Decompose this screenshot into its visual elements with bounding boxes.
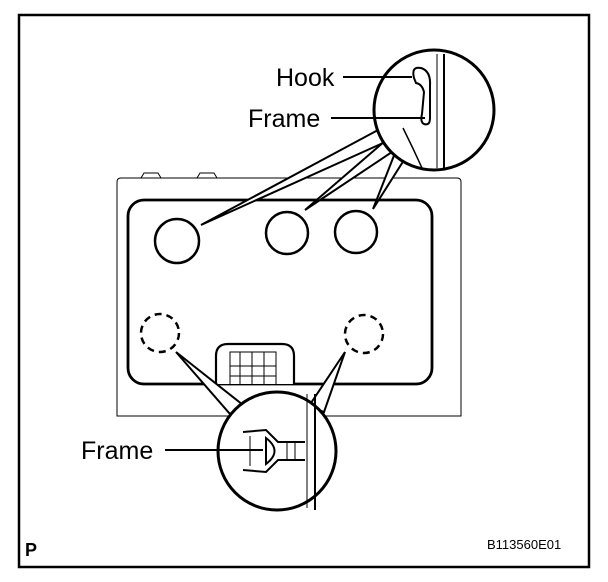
frame-bottom-label: Frame xyxy=(81,437,153,465)
claw-position-left xyxy=(139,312,181,354)
hook-label: Hook xyxy=(276,64,335,92)
hook-detail-magnifier xyxy=(372,48,496,172)
connector-tab xyxy=(214,342,296,384)
back-plate xyxy=(116,172,462,417)
top-callout-wedges xyxy=(200,128,406,226)
claw-position-right xyxy=(343,313,385,355)
frame-top-label: Frame xyxy=(248,105,320,133)
corner-tag: P xyxy=(25,540,37,560)
hook-hole-left xyxy=(153,217,201,265)
figure-code: B113560E01 xyxy=(487,537,561,552)
hook-hole-right xyxy=(333,209,379,255)
hook-hole-center xyxy=(264,210,310,256)
diagram-border xyxy=(17,13,591,569)
